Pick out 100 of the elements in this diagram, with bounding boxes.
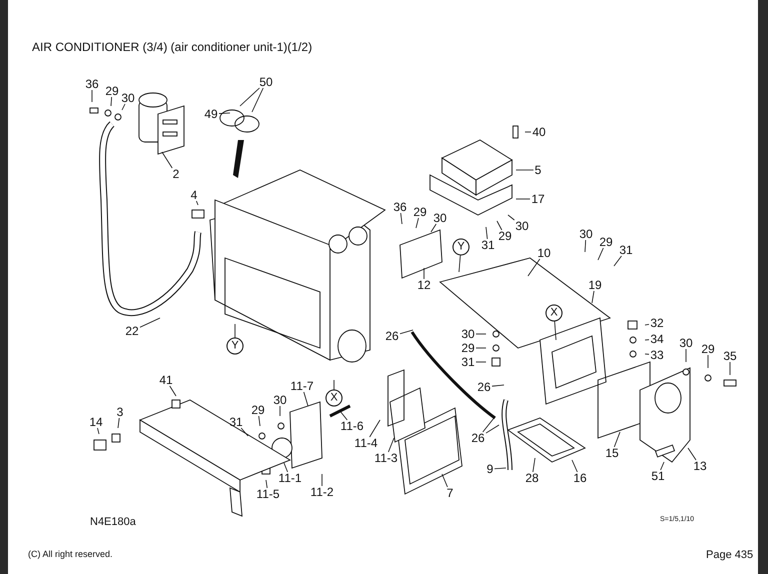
- callout-number: 2: [172, 168, 180, 180]
- callout-number: 30: [120, 92, 136, 104]
- diagram-title: AIR CONDITIONER (3/4) (air conditioner unit-1)(1/2): [32, 40, 312, 54]
- reference-mark: Y: [452, 238, 470, 256]
- callout-number: 30: [432, 212, 448, 224]
- callout-number: 31: [460, 356, 476, 368]
- leader-line: [218, 112, 230, 114]
- leader-line: [688, 448, 696, 460]
- callout-number: 12: [416, 279, 432, 291]
- leader-line: [644, 354, 650, 355]
- leader-line: [584, 240, 586, 252]
- callout-number: 14: [88, 416, 104, 428]
- leader-line: [400, 212, 402, 224]
- callout-number: 26: [476, 381, 492, 393]
- leader-line: [169, 386, 176, 396]
- leader-line: [240, 88, 260, 106]
- callout-number: 5: [534, 164, 542, 176]
- leader-line: [97, 428, 100, 434]
- leader-line: [266, 480, 268, 488]
- callout-number: 30: [460, 328, 476, 340]
- callout-number: 29: [598, 236, 614, 248]
- callout-number: 29: [497, 230, 513, 242]
- callout-number: 3: [116, 406, 124, 418]
- callout-number: 29: [250, 404, 266, 416]
- leader-line: [196, 200, 198, 206]
- leader-line: [240, 428, 248, 436]
- callout-number: 50: [258, 76, 274, 88]
- callout-number: 11-3: [373, 452, 399, 464]
- callout-number: 15: [604, 447, 620, 459]
- leader-line: [400, 330, 414, 334]
- leader-line: [416, 218, 419, 228]
- callout-number: 29: [460, 342, 476, 354]
- callout-number: 36: [84, 78, 100, 90]
- callout-number: 29: [104, 85, 120, 97]
- leader-line: [110, 96, 112, 106]
- leader-line: [140, 318, 160, 328]
- leader-line: [496, 220, 502, 230]
- leader-line: [252, 88, 264, 112]
- leader-line: [442, 474, 448, 488]
- leader-line: [644, 324, 650, 326]
- callout-number: 19: [587, 279, 603, 291]
- callout-number: 36: [392, 201, 408, 213]
- callout-number: 31: [228, 416, 244, 428]
- callout-number: 10: [536, 247, 552, 259]
- reference-mark: Y: [226, 338, 244, 354]
- callout-number: 31: [480, 239, 496, 251]
- page-number: Page 435: [706, 549, 754, 561]
- callout-number: 29: [700, 343, 716, 355]
- copyright-note: (C) All right reserved.: [28, 549, 113, 559]
- callout-number: 28: [524, 472, 540, 484]
- callout-number: 11-1: [277, 472, 303, 484]
- leader-line: [284, 462, 288, 472]
- callout-number: 11-6: [339, 420, 365, 432]
- leader-line: [303, 392, 308, 406]
- callout-number: 30: [272, 394, 288, 406]
- leader-line: [492, 384, 504, 387]
- leader-line: [486, 424, 500, 434]
- leader-line: [486, 226, 488, 240]
- drawing-code: N4E180a: [90, 516, 136, 528]
- callout-number: 9: [486, 463, 494, 475]
- leader-line: [592, 290, 594, 304]
- callout-number: 26: [384, 330, 400, 342]
- leader-line: [598, 248, 604, 260]
- callout-number: 29: [412, 206, 428, 218]
- leader-line: [554, 321, 556, 340]
- callout-number: 30: [678, 337, 694, 349]
- leader-line: [660, 462, 664, 470]
- callout-number: 11-2: [309, 486, 335, 498]
- callout-number: 30: [514, 220, 530, 232]
- leader-line: [118, 418, 120, 428]
- callout-number: 35: [722, 350, 738, 362]
- callout-number: 17: [530, 193, 546, 205]
- leader-line: [430, 224, 437, 232]
- callout-number: 31: [618, 244, 634, 256]
- leader-line: [162, 152, 173, 168]
- callout-number: 49: [203, 108, 219, 120]
- leader-line: [388, 438, 394, 452]
- callout-number: 30: [578, 228, 594, 240]
- callout-number: 16: [572, 472, 588, 484]
- callout-number: 40: [531, 126, 547, 138]
- leader-line: [122, 104, 126, 110]
- callout-number: 33: [649, 349, 665, 361]
- leader-line: [528, 258, 540, 276]
- callout-number: 11-4: [353, 437, 379, 449]
- reference-mark: X: [326, 390, 342, 406]
- callout-number: 11-7: [289, 380, 315, 392]
- leader-line: [458, 255, 461, 272]
- callout-number: 34: [649, 333, 665, 345]
- leader-line: [644, 339, 650, 340]
- callout-number: 7: [446, 487, 454, 499]
- leader-line: [614, 432, 620, 448]
- callout-number: 22: [124, 325, 140, 337]
- leader-line: [340, 410, 348, 420]
- leader-line: [516, 198, 530, 200]
- callout-number: 32: [649, 317, 665, 329]
- callout-number: 51: [650, 470, 666, 482]
- leader-line: [482, 418, 494, 432]
- leader-line: [494, 468, 506, 470]
- leader-line: [508, 214, 515, 220]
- leader-line: [532, 458, 536, 472]
